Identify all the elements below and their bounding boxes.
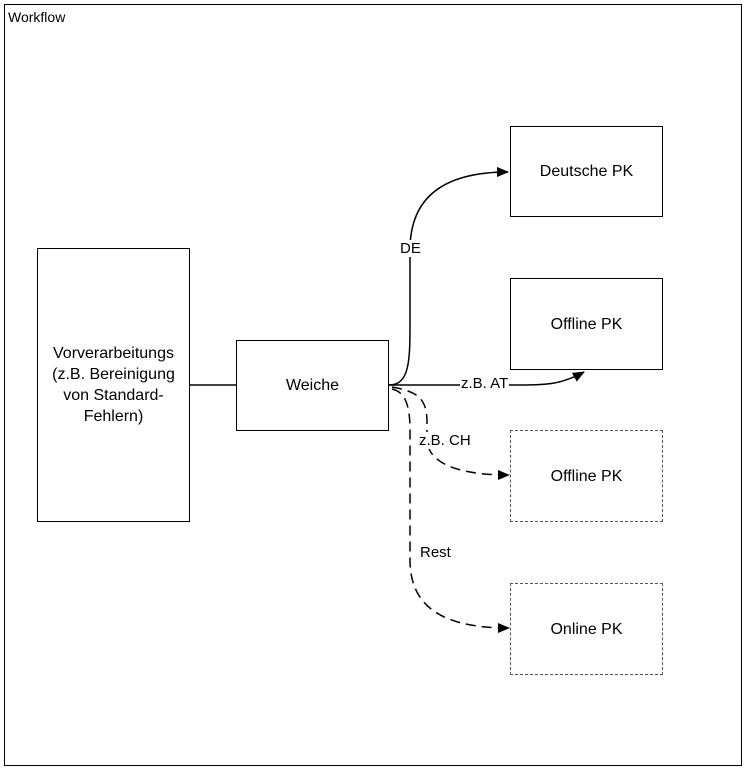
node-weiche-label: Weiche [285, 377, 340, 394]
node-online-pk[interactable]: Online PK [510, 583, 663, 675]
edge-label-rest: Rest [419, 544, 452, 561]
edge-label-at: z.B. AT [460, 375, 510, 392]
node-offline-pk-1[interactable]: Offline PK [510, 278, 663, 370]
frame-title: Workflow [8, 9, 66, 25]
node-vorverarbeitung[interactable]: Vorverarbeitungs (z.B. Bereinigung von S… [37, 248, 190, 522]
connector-ch [391, 386, 510, 480]
node-deutsche-pk-label: Deutsche PK [539, 163, 634, 180]
connector-rest [391, 388, 510, 633]
connector-at [389, 371, 585, 386]
node-offline-pk-2-label: Offline PK [550, 467, 623, 485]
node-weiche[interactable]: Weiche [236, 340, 389, 431]
node-online-pk-label: Online PK [550, 620, 623, 638]
edge-label-de: DE [399, 240, 422, 257]
node-offline-pk-2[interactable]: Offline PK [510, 430, 663, 522]
node-deutsche-pk[interactable]: Deutsche PK [510, 126, 663, 217]
connector-de [388, 167, 509, 386]
workflow-frame [4, 4, 742, 766]
node-offline-pk-1-label: Offline PK [550, 315, 623, 333]
node-vorverarbeitung-label: Vorverarbeitungs (z.B. Bereinigung von S… [52, 345, 175, 425]
edge-label-ch: z.B. CH [418, 432, 472, 449]
